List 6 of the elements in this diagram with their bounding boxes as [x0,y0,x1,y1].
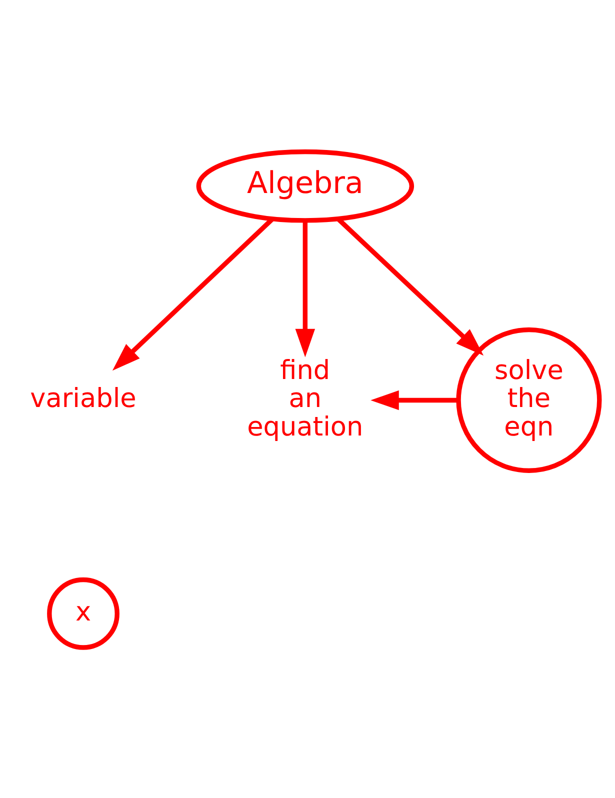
node-circle: x [47,576,120,650]
arrow [370,390,458,410]
node-text: find an equation [247,355,364,442]
node-ellipse: Algebra [196,148,414,222]
arrow [295,220,316,357]
node-text: variable [30,384,136,414]
